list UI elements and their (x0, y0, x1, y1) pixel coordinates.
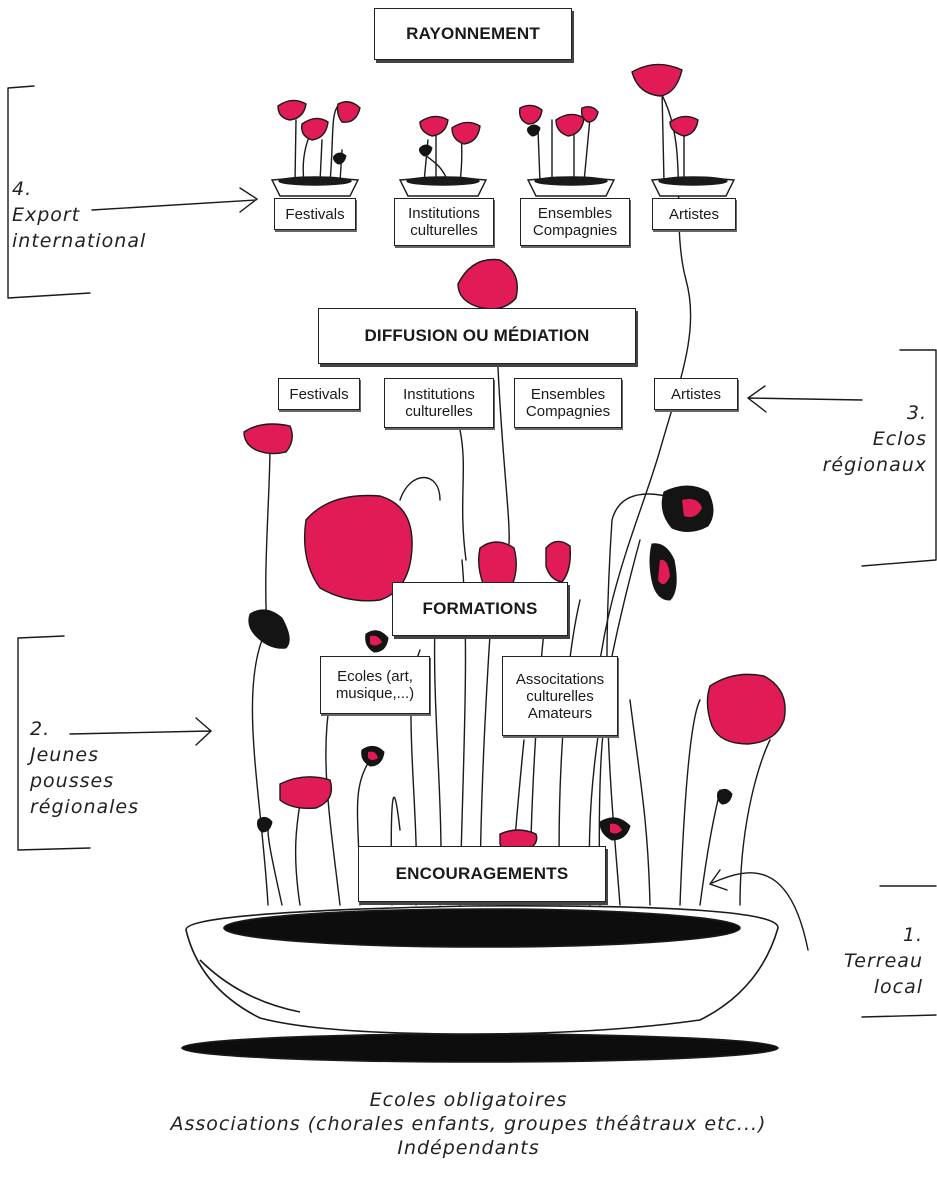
stage-4-note: 4. Export international (12, 176, 146, 254)
encouragements-header: ENCOURAGEMENTS (358, 846, 606, 902)
diffusion-header: DIFFUSION OU MÉDIATION (318, 308, 636, 364)
diffusion-item-institutions: Institutions culturelles (384, 378, 494, 428)
stage-2-line-1: Jeunes (30, 744, 99, 766)
bracket-export (7, 85, 91, 299)
stage-3-line-1: Eclos (872, 428, 927, 450)
bracket-terreau (861, 885, 937, 1018)
formations-item-associations: Associtations culturelles Amateurs (502, 656, 618, 736)
stage-2-line-3: régionales (30, 796, 140, 818)
footer-line-3: Indépendants (397, 1137, 540, 1159)
arrow-terreau-icon (708, 869, 809, 951)
bracket-eclos (861, 349, 937, 567)
diffusion-item-ensembles: Ensembles Compagnies (514, 378, 622, 428)
stage-1-line-1: Terreau (844, 950, 923, 972)
stage-3-line-2: régionaux (822, 454, 927, 476)
stage-2-note: 2. Jeunes pousses régionales (30, 716, 139, 820)
stage-1-line-2: local (873, 976, 923, 998)
arrow-jeunes-icon (69, 717, 213, 746)
stage-2-line-2: pousses (30, 770, 115, 792)
arrow-eclos-icon (746, 385, 863, 413)
bracket-jeunes (17, 635, 91, 851)
footer-line-1: Ecoles obligatoires (369, 1089, 568, 1111)
stage-4-line-1: Export (12, 204, 81, 226)
arrow-export-icon (91, 187, 259, 213)
rayonnement-item-ensembles: Ensembles Compagnies (520, 198, 630, 246)
bowl-shadow (181, 1033, 779, 1063)
stage-1-number: 1. (902, 924, 923, 946)
stage-4-number: 4. (12, 178, 33, 200)
footer-text: Ecoles obligatoires Associations (choral… (0, 1088, 937, 1160)
stage-4-line-2: international (12, 230, 147, 252)
rayonnement-item-festivals: Festivals (274, 198, 356, 230)
stage-2-number: 2. (30, 718, 51, 740)
rayonnement-item-artistes: Artistes (652, 198, 736, 230)
bowl-soil (223, 908, 741, 948)
rayonnement-item-institutions: Institutions culturelles (394, 198, 494, 246)
stage-3-note: 3. Eclos régionaux (823, 400, 927, 478)
rayonnement-header: RAYONNEMENT (374, 8, 572, 60)
stage-1-note: 1. Terreau local (844, 922, 923, 1000)
formations-item-ecoles: Ecoles (art, musique,...) (320, 656, 430, 714)
footer-line-2: Associations (chorales enfants, groupes … (170, 1113, 767, 1135)
diffusion-item-festivals: Festivals (278, 378, 360, 410)
stage-3-number: 3. (906, 402, 927, 424)
diffusion-item-artistes: Artistes (654, 378, 738, 410)
formations-header: FORMATIONS (392, 582, 568, 636)
